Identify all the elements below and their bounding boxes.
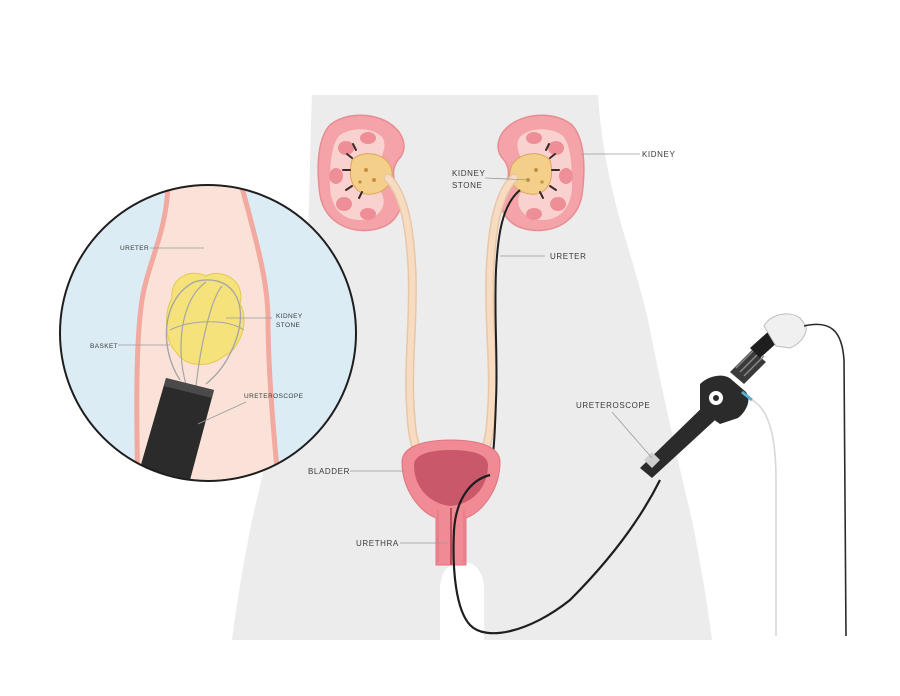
- right-kidney: [497, 114, 585, 232]
- inset-label-stone-2: STONE: [276, 322, 301, 329]
- leader-ureteroscope: [611, 411, 653, 459]
- left-kidney: [317, 114, 405, 232]
- label-ureteroscope: URETEROSCOPE: [576, 401, 650, 410]
- label-bladder: BLADDER: [308, 467, 350, 476]
- inset-leader-scope: [197, 401, 247, 425]
- magnified-inset: [59, 184, 357, 482]
- label-kidney-stone-2: STONE: [452, 181, 482, 190]
- guide-wire: [489, 189, 521, 476]
- leader-kidney-stone: [484, 177, 531, 181]
- label-urethra: URETHRA: [356, 539, 399, 548]
- label-kidney-stone-1: KIDNEY: [452, 169, 485, 178]
- ureteroscope-tube: [452, 473, 661, 635]
- inset-label-stone-1: KIDNEY: [276, 313, 303, 320]
- inset-label-ureteroscope: URETEROSCOPE: [244, 393, 304, 400]
- bladder: [401, 439, 501, 566]
- label-ureter: URETER: [550, 252, 587, 261]
- inset-label-ureter: URETER: [120, 245, 149, 252]
- leg-gap: [440, 562, 484, 640]
- label-kidney: KIDNEY: [642, 150, 675, 159]
- ureteroscope-device: [640, 313, 847, 637]
- body-silhouette: [232, 95, 712, 640]
- inset-label-basket: BASKET: [90, 343, 118, 350]
